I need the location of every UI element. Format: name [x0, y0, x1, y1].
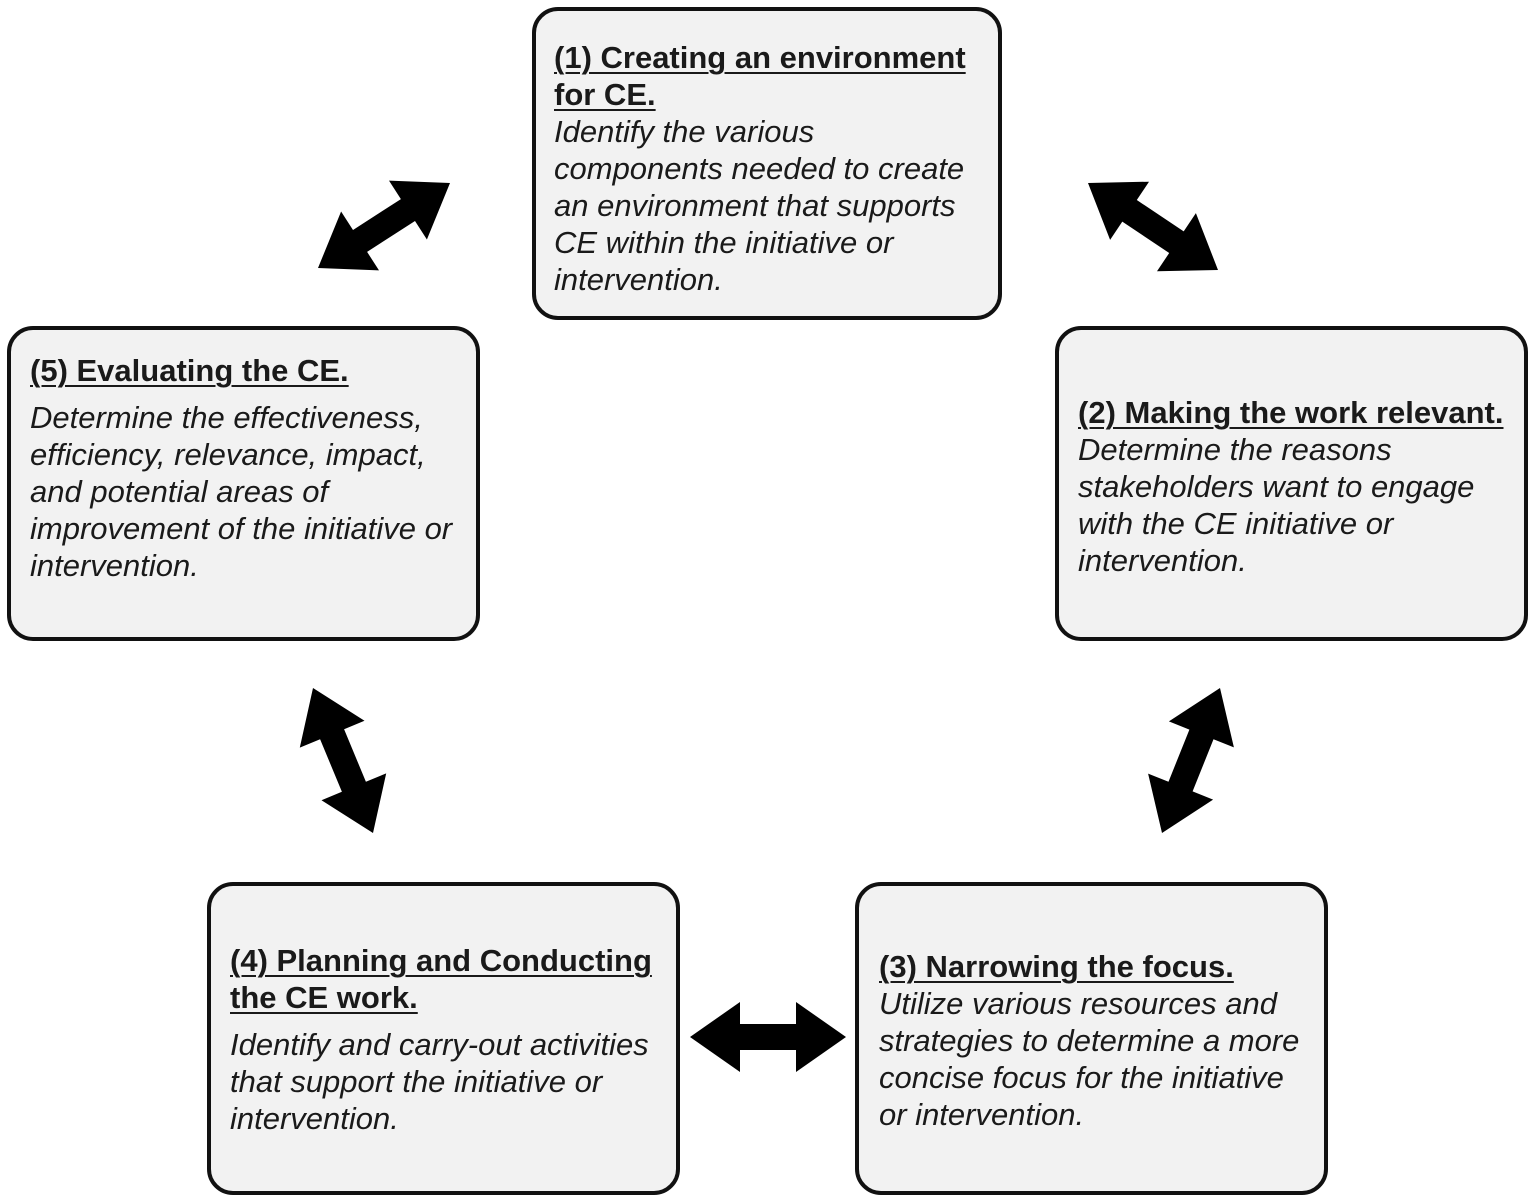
arrow-step-3-step-4: [690, 1002, 846, 1072]
step-2-description: Determine the reasons stakeholders want …: [1078, 432, 1475, 578]
step-5-description: Determine the effectiveness, efficiency,…: [30, 400, 453, 583]
arrow-step-2-step-3: [1148, 688, 1234, 833]
step-4-box: (4) Planning and Conducting the CE work.…: [207, 882, 680, 1195]
step-2-heading: (2) Making the work relevant.: [1078, 395, 1504, 430]
step-3-heading: (3) Narrowing the focus.: [879, 949, 1234, 984]
step-5-heading: (5) Evaluating the CE.: [30, 353, 349, 388]
arrow-step-1-step-2: [1088, 181, 1218, 272]
step-4-description: Identify and carry-out activities that s…: [230, 1027, 649, 1136]
step-2-box: (2) Making the work relevant. Determine …: [1055, 326, 1528, 641]
step-3-description: Utilize various resources and strategies…: [879, 986, 1300, 1132]
step-5-box: (5) Evaluating the CE. Determine the eff…: [7, 326, 480, 641]
arrow-step-4-step-5: [299, 688, 387, 833]
step-4-heading: (4) Planning and Conducting the CE work.: [230, 943, 652, 1015]
step-3-box: (3) Narrowing the focus. Utilize various…: [855, 882, 1328, 1195]
step-1-description: Identify the various components needed t…: [554, 114, 965, 297]
step-1-heading: (1) Creating an environment for CE.: [554, 40, 966, 112]
arrow-step-5-step-1: [318, 180, 450, 271]
step-1-box: (1) Creating an environment for CE. Iden…: [532, 7, 1002, 320]
